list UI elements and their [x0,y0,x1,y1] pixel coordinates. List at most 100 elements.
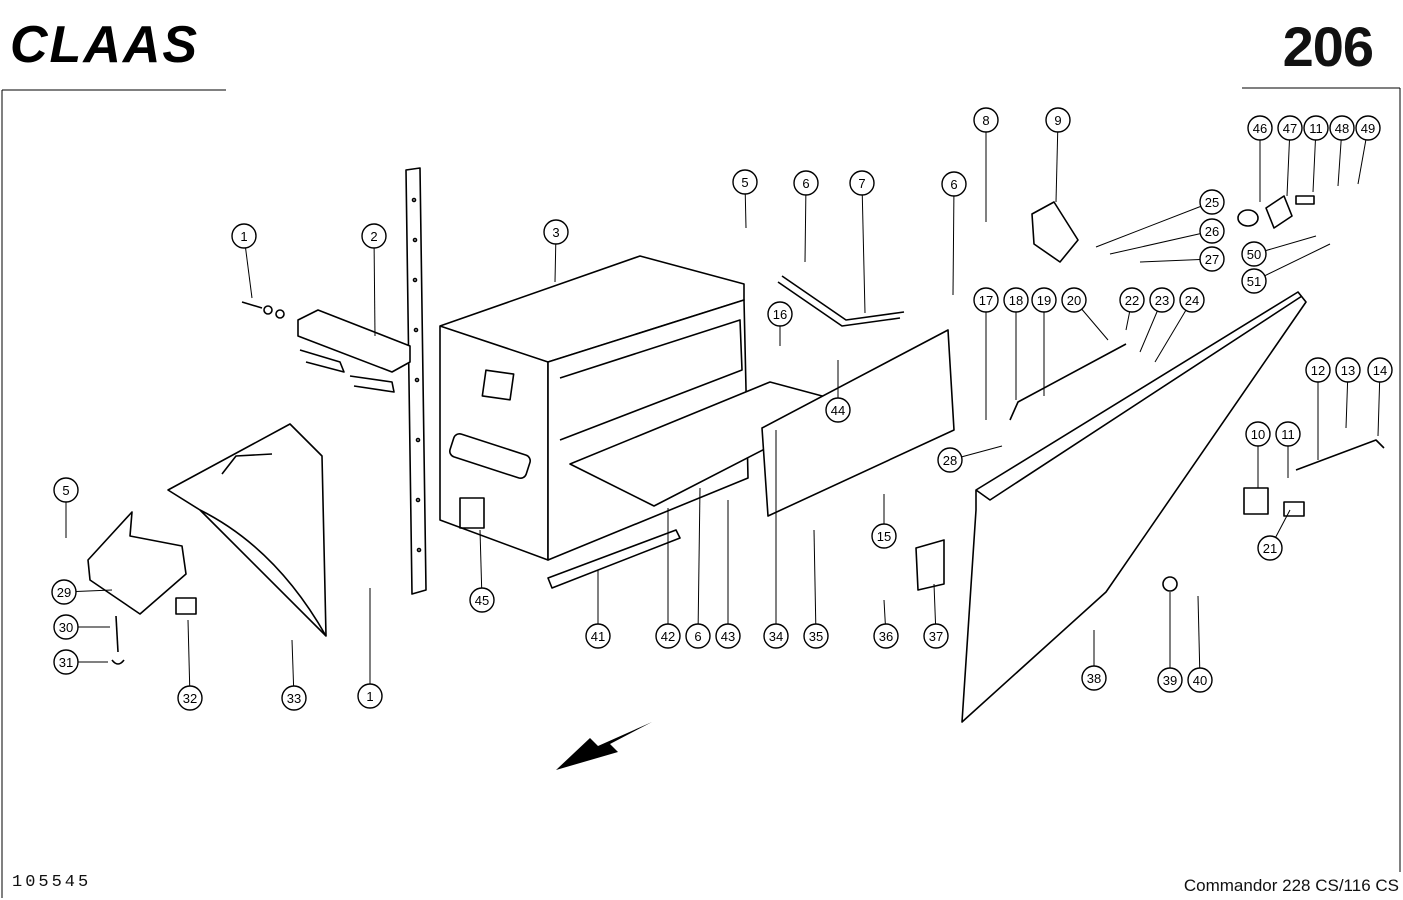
callout-label: 28 [943,453,957,468]
callout-circle [281,685,307,711]
callout-circle [1367,357,1393,383]
callout-c11b: 11 [1275,421,1301,478]
callout-circle [1199,189,1225,215]
callout-circle [53,614,79,640]
decal-plate [175,597,197,615]
main-housing [439,255,749,561]
callout-circle [973,287,999,313]
callout-label: 51 [1247,274,1261,289]
callout-circle [53,649,79,675]
callout-c46: 46 [1247,115,1273,202]
callout-label: 26 [1205,224,1219,239]
callout-circle [1081,665,1107,691]
callout-c18: 18 [1003,287,1029,400]
callout-label: 41 [591,629,605,644]
callout-leader [697,487,701,637]
pivot-assembly [1237,195,1315,229]
callout-label: 17 [979,293,993,308]
callout-c49: 49 [1355,115,1381,185]
callout-leader [1055,119,1059,203]
callout-c14: 14 [1367,357,1393,437]
callout-label: 13 [1341,363,1355,378]
callout-circle [1247,115,1273,141]
callout-c6c: 6 [685,487,711,649]
callout-c25: 25 [1095,189,1225,248]
callout-c50: 50 [1241,235,1317,267]
callout-circle [655,623,681,649]
bolt-set-top [241,301,285,319]
callout-c37: 37 [923,583,949,649]
callout-label: 38 [1087,671,1101,686]
hinge-45 [459,497,485,529]
callout-circle [732,169,758,195]
callout-label: 22 [1125,293,1139,308]
latch-10 [1243,487,1269,515]
callout-label: 35 [809,629,823,644]
callout-circle [1335,357,1361,383]
spring-and-hook [111,615,125,665]
mounting-bracket [297,309,411,393]
callout-c19: 19 [1031,287,1057,396]
callout-circle [1119,287,1145,313]
callout-c23: 23 [1139,287,1175,353]
callout-c48: 48 [1329,115,1355,187]
callout-label: 33 [287,691,301,706]
callout-c38: 38 [1081,630,1107,691]
angle-bracket [87,511,187,615]
callout-c20: 20 [1061,287,1109,341]
callout-c12: 12 [1305,357,1331,460]
callout-label: 47 [1283,121,1297,136]
page-number: 206 [1282,15,1374,78]
callout-c28: 28 [937,445,1003,473]
callout-label: 40 [1193,673,1207,688]
callout-circle [763,623,789,649]
callout-leader [1095,201,1213,248]
callout-label: 19 [1037,293,1051,308]
callout-circle [937,447,963,473]
callout-c11a: 11 [1303,115,1329,193]
callout-label: 39 [1163,673,1177,688]
callout-circle [1149,287,1175,313]
callout-leader [813,529,817,637]
callout-label: 34 [769,629,783,644]
callout-circle [469,587,495,613]
callout-label: 2 [370,229,377,244]
callout-c29: 29 [51,579,113,605]
callout-circle [1329,115,1355,141]
callout-leader [804,182,807,263]
callout-c1b: 1 [357,588,383,709]
callout-c10: 10 [1245,421,1271,488]
callout-circle [1245,421,1271,447]
callout-c31: 31 [53,649,108,675]
callout-circle [231,223,257,249]
callout-label: 3 [552,225,559,240]
callout-circle [1355,115,1381,141]
callout-c16: 16 [767,301,793,346]
callout-c17: 17 [973,287,999,420]
callout-c24: 24 [1154,287,1205,363]
hinge-plate [1031,201,1079,263]
guide-rail [547,529,681,589]
callout-label: 29 [57,585,71,600]
callout-c26: 26 [1109,218,1225,255]
callout-label: 11 [1281,427,1295,442]
callout-circle [1157,667,1183,693]
callout-circle [357,683,383,709]
callout-label: 9 [1054,113,1061,128]
callout-leader [1253,243,1331,282]
callout-c27: 27 [1139,246,1225,272]
vertical-post [405,167,427,595]
callout-label: 46 [1253,121,1267,136]
callout-c7: 7 [849,170,875,314]
callout-label: 18 [1009,293,1023,308]
callout-c51: 51 [1241,243,1331,294]
callout-circle [1275,421,1301,447]
callout-c44: 44 [825,360,851,423]
callout-circle [1199,218,1225,244]
lever-rod-14 [1295,439,1385,471]
callout-circle [849,170,875,196]
callout-c40: 40 [1187,595,1213,693]
callout-circle [543,219,569,245]
callout-label: 15 [877,529,891,544]
